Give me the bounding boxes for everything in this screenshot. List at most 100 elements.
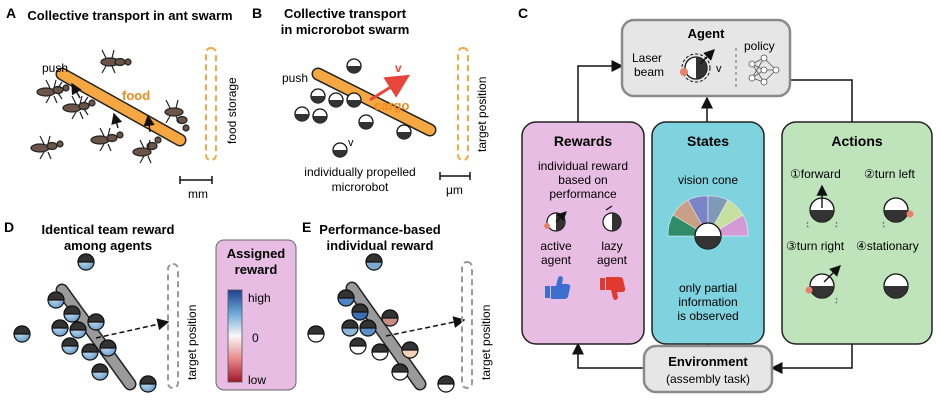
- ant-3: [30, 135, 64, 160]
- push-arrow-2: [111, 112, 123, 129]
- robot-v-label: v: [348, 137, 354, 149]
- agent-title: Agent: [688, 26, 726, 41]
- action-turn-left-label: ②turn left: [864, 167, 915, 181]
- panel-c-letter: C: [518, 5, 528, 21]
- panel-d: D Identical team reward among agents tar…: [4, 219, 199, 393]
- scale-label-a: mm: [188, 187, 208, 201]
- thumbs-up-icon: [545, 276, 571, 299]
- states-note-3: is observed: [677, 309, 738, 323]
- target-position-e-label: target position: [479, 305, 493, 380]
- food-label: food: [122, 88, 150, 103]
- loop-agent-to-actions: [790, 79, 853, 122]
- target-position-e-outline: [461, 261, 473, 389]
- panel-a-letter: A: [6, 5, 16, 21]
- ant-7: [100, 49, 132, 74]
- panel-c: C Agent Laser beam v policy: [518, 5, 933, 394]
- panel-a: A Collective transport in ant swarm food…: [6, 5, 239, 201]
- states-title: States: [687, 133, 729, 149]
- target-position-d-label: target position: [185, 305, 199, 380]
- push-arrow-3: [143, 114, 155, 133]
- target-position-b-label: target position: [475, 77, 489, 152]
- action-turn-right-label: ③turn right: [786, 239, 845, 253]
- panel-e-letter: E: [302, 219, 311, 235]
- cargo-label: cargo: [374, 98, 409, 113]
- legend-title-1: Assigned: [227, 246, 286, 261]
- robots-e: [307, 253, 455, 393]
- lazy-agent-2: agent: [597, 253, 628, 267]
- robots-d: [13, 253, 157, 393]
- ant-2: [62, 95, 96, 120]
- states-note-2: information: [678, 295, 737, 309]
- panel-b-title-1: Collective transport: [284, 6, 407, 21]
- panel-e-title-2: individual reward: [327, 238, 434, 253]
- environment-subtitle: (assembly task): [666, 372, 750, 386]
- panel-e-title-1: Performance-based: [319, 222, 440, 237]
- states-note-1: only partial: [679, 281, 737, 295]
- push-label-b: push: [282, 71, 308, 85]
- agent-laser-1: Laser: [632, 51, 662, 65]
- environment-title: Environment: [668, 354, 748, 369]
- legend-mid: 0: [252, 331, 259, 345]
- active-agent-2: agent: [541, 253, 572, 267]
- actions-box: [781, 121, 933, 345]
- panel-e: E Performance-based individual reward ta…: [302, 219, 493, 393]
- policy-label: policy: [744, 39, 775, 53]
- panel-b-letter: B: [252, 5, 262, 21]
- direction-arrow-d: [95, 318, 170, 339]
- target-position-d-outline: [167, 263, 179, 389]
- thumbs-down-icon: [600, 277, 626, 300]
- panel-b-caption-1: individually propelled: [304, 165, 415, 179]
- panel-d-letter: D: [4, 219, 14, 235]
- panel-d-title-2: among agents: [64, 238, 152, 253]
- action-forward-label: ①forward: [790, 167, 841, 181]
- push-label-a: push: [42, 61, 68, 75]
- agent-robot-icon: [680, 49, 715, 83]
- cargo-velocity-label: v: [395, 61, 402, 75]
- target-position-b-outline: [457, 47, 469, 161]
- rewards-title: Rewards: [554, 133, 613, 149]
- active-agent-1: active: [540, 239, 572, 253]
- ant-5: [132, 136, 162, 164]
- reward-legend: Assigned reward high 0 low: [215, 239, 297, 391]
- action-turn-right-icon: [805, 265, 841, 305]
- microrobots-b: [294, 58, 412, 158]
- agent-laser-2: beam: [634, 65, 664, 79]
- actions-title: Actions: [831, 133, 883, 149]
- action-turn-left-icon: [882, 197, 914, 229]
- legend-low: low: [248, 373, 266, 387]
- scale-label-b: μm: [446, 183, 463, 197]
- rewards-desc-2: based on: [558, 173, 607, 187]
- states-robot-icon: [694, 222, 722, 250]
- cargo-velocity-arrow: [369, 74, 411, 102]
- lazy-agent-icon: [602, 205, 622, 232]
- vision-cone-label: vision cone: [678, 173, 738, 187]
- push-arrow-1: [71, 82, 82, 99]
- legend-title-2: reward: [235, 262, 278, 277]
- ant-1: [36, 79, 70, 104]
- panel-b-caption-2: microrobot: [332, 180, 389, 194]
- legend-high: high: [248, 291, 271, 305]
- agent-v-label: v: [716, 63, 722, 75]
- loop-rewards-to-agent: [577, 60, 624, 122]
- panel-d-title-1: Identical team reward: [42, 222, 175, 237]
- loop-actions-to-env: [770, 344, 853, 374]
- panel-a-title: Collective transport in ant swarm: [27, 8, 232, 23]
- action-forward-icon: [806, 184, 838, 229]
- ant-4: [90, 127, 124, 152]
- action-stationary-icon: [883, 273, 909, 299]
- food-storage-outline: [205, 47, 217, 161]
- environment-box: [642, 344, 774, 394]
- food-storage-label: food storage: [225, 77, 239, 144]
- panel-b: B Collective transport in microrobot swa…: [252, 5, 489, 197]
- rewards-desc-1: individual reward: [538, 159, 628, 173]
- direction-arrow-e: [385, 316, 466, 337]
- panel-b-title-2: in microrobot swarm: [281, 22, 410, 37]
- active-agent-icon: [544, 211, 567, 232]
- cargo-rod: [313, 69, 435, 135]
- lazy-agent-1: lazy: [601, 239, 622, 253]
- rewards-desc-3: performance: [549, 187, 617, 201]
- rewards-box: [521, 121, 645, 345]
- legend-colorbar: [227, 289, 243, 383]
- action-stationary-label: ④stationary: [856, 239, 919, 253]
